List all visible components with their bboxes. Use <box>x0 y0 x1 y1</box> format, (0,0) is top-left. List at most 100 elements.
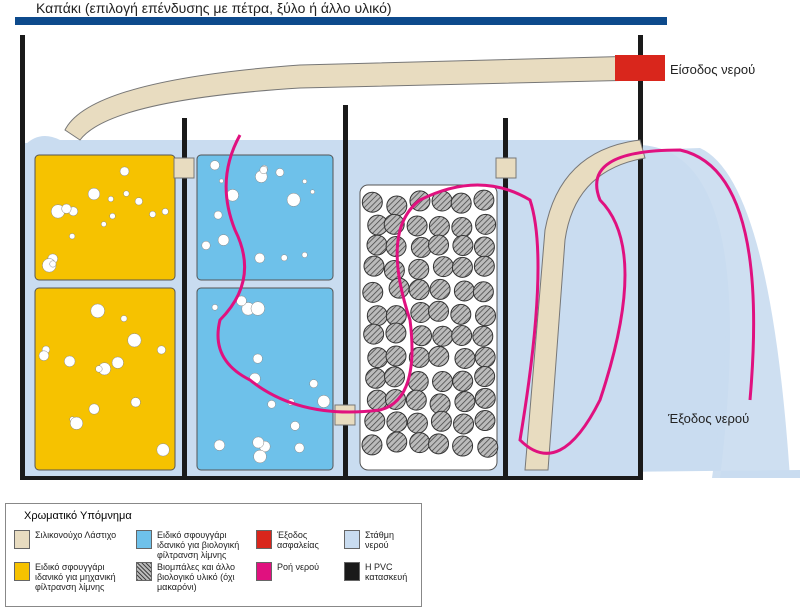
bioball <box>383 259 405 281</box>
bioball <box>428 215 450 237</box>
biological-sponge-swatch <box>136 530 152 549</box>
legend-label: Σιλικονούχο Λάστιχο <box>35 530 117 540</box>
pore <box>317 395 331 408</box>
bioball <box>452 370 474 392</box>
bioball <box>474 366 496 388</box>
bioball <box>361 191 383 213</box>
pore <box>156 443 170 457</box>
pore <box>250 301 265 316</box>
safety-outlet-swatch <box>256 530 272 549</box>
inlet-label: Είσοδος νερού <box>670 62 756 77</box>
bioball <box>474 346 496 368</box>
pore <box>87 187 101 201</box>
outlet-label: Έξοδος νερού <box>668 411 750 426</box>
pore <box>95 365 103 373</box>
bioball <box>473 255 495 277</box>
inlet-hose <box>64 55 641 141</box>
bioball <box>384 366 406 388</box>
pore <box>49 260 57 268</box>
pore <box>211 304 219 311</box>
pore <box>209 160 220 171</box>
safety-outlet <box>615 55 665 81</box>
bioball <box>475 305 497 327</box>
bioball <box>361 434 383 456</box>
legend-label: Η PVC κατασκευή <box>365 562 408 582</box>
pore <box>149 210 157 218</box>
bioball <box>385 345 407 367</box>
pore <box>226 189 239 202</box>
legend-item: Στάθμη νερού <box>344 530 420 550</box>
pore <box>267 400 276 409</box>
legend-item: Ροή νερού <box>256 562 342 581</box>
bioball <box>407 371 429 393</box>
pore <box>253 449 267 464</box>
bioball <box>474 387 496 409</box>
bioball <box>432 256 454 278</box>
pore <box>294 442 305 453</box>
bioball <box>366 234 388 256</box>
pore <box>290 421 300 431</box>
water-flow-swatch <box>256 562 272 581</box>
bioball <box>362 281 384 303</box>
bioball <box>405 389 427 411</box>
bioball <box>473 189 495 211</box>
pore <box>217 234 230 246</box>
bioball <box>428 300 450 322</box>
bioball <box>410 301 432 323</box>
pore <box>201 240 211 250</box>
bioball <box>432 371 454 393</box>
bioball <box>428 433 450 455</box>
bioball <box>454 347 476 369</box>
biological-sponges <box>196 154 334 471</box>
bioball <box>473 236 495 258</box>
pore <box>286 192 301 207</box>
legend-label: Στάθμη νερού <box>365 530 394 550</box>
pore <box>111 356 124 369</box>
bioball <box>472 281 494 303</box>
outflow-water <box>640 148 790 478</box>
bioball <box>385 322 407 344</box>
silicone-hose-swatch <box>14 530 30 549</box>
bioball <box>430 410 452 432</box>
pore <box>213 210 223 220</box>
legend-item: Η PVC κατασκευή <box>344 562 420 582</box>
bioball <box>453 413 475 435</box>
pore <box>130 397 141 408</box>
bioball <box>428 345 450 367</box>
bioball <box>451 216 473 238</box>
pore <box>309 379 319 389</box>
connectors <box>173 157 517 426</box>
bioball <box>453 280 475 302</box>
bioball <box>367 347 389 369</box>
bioball <box>475 213 497 235</box>
legend-item: Ειδικό σφουγγάρι ιδανικό για μηχανική φί… <box>14 562 132 592</box>
pore <box>69 416 84 430</box>
bioball <box>363 323 385 345</box>
legend-item: Ειδικό σφουγγάρι ιδανικό για βιολογική φ… <box>136 530 252 560</box>
pore <box>69 233 76 240</box>
bioball <box>452 435 474 457</box>
pore <box>100 221 107 227</box>
pvc-swatch <box>344 562 360 581</box>
pore <box>252 436 265 449</box>
pore <box>127 333 142 348</box>
pore <box>134 197 143 206</box>
bioball <box>408 258 430 280</box>
pvc-structure <box>20 35 643 480</box>
pore <box>213 439 225 451</box>
bioball <box>406 215 428 237</box>
bioball <box>454 391 476 413</box>
pore <box>64 355 76 368</box>
lid <box>15 17 667 25</box>
pore <box>119 166 130 177</box>
legend-item: Βιομπάλες και άλλο βιολογικό υλικό (όχι … <box>136 562 252 592</box>
legend-item: Σιλικονούχο Λάστιχο <box>14 530 132 549</box>
outlet-hose <box>524 139 646 471</box>
pore <box>301 251 308 258</box>
legend-label: Ειδικό σφουγγάρι ιδανικό για μηχανική φί… <box>35 562 116 592</box>
sponge-pores <box>38 160 331 464</box>
pore <box>120 315 128 322</box>
pore <box>38 350 50 361</box>
pore <box>157 345 166 355</box>
bioball <box>411 325 433 347</box>
